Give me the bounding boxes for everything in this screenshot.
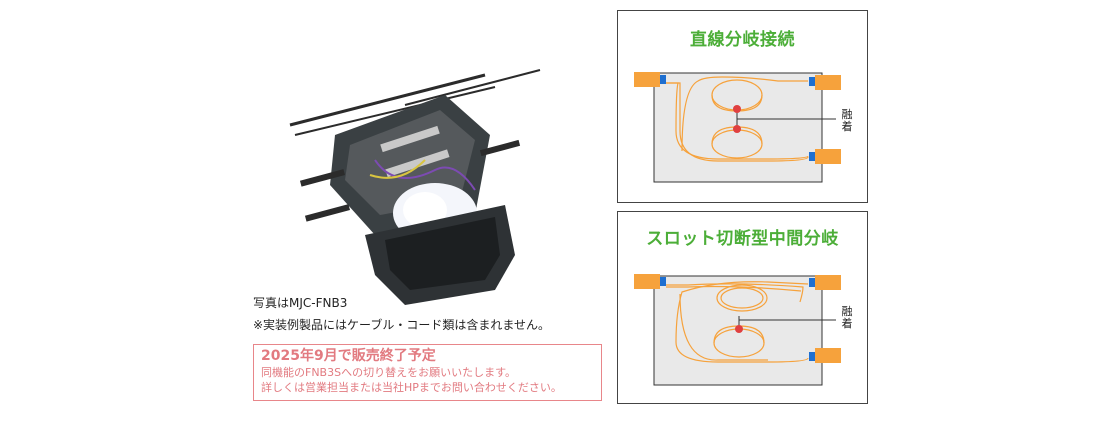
fusion-point [735,325,743,333]
port-right-top [815,275,841,290]
notice-title: 2025年9月で販売終了予定 [261,348,436,364]
fusion-point-top [733,105,741,113]
straight-branch-diagram: 直線分岐接続 融 着 [617,10,868,203]
port-left [634,72,660,87]
fusion-label: 融 着 [841,108,853,133]
notice-line-2: 詳しくは営業担当または当社HPまでお問い合わせください。 [261,381,562,394]
photo-caption: 写真はMJC-FNB3 [253,296,348,310]
port-left [634,274,660,289]
slot-cut-branch-schematic [634,274,841,386]
fusion-label: 融 着 [841,305,853,330]
port-right-bottom [815,348,841,363]
notice-line-1: 同機能のFNB3Sへの切り替えをお願いいたします。 [261,366,516,379]
fusion-point-bottom [733,125,741,133]
panel-title: スロット切断型中間分岐 [646,229,839,249]
port-right-top [815,75,841,90]
product-photo [289,69,541,305]
slot-cut-branch-diagram: スロット切断型中間分岐 融 着 [617,211,868,404]
photo-note: ※実装例製品にはケーブル・コード類は含まれません。 [253,318,550,332]
panel-title: 直線分岐接続 [690,30,795,50]
discontinuation-notice: 2025年9月で販売終了予定 同機能のFNB3Sへの切り替えをお願いいたします。… [253,344,602,401]
port-right-bottom [815,149,841,164]
straight-branch-schematic [634,72,841,183]
